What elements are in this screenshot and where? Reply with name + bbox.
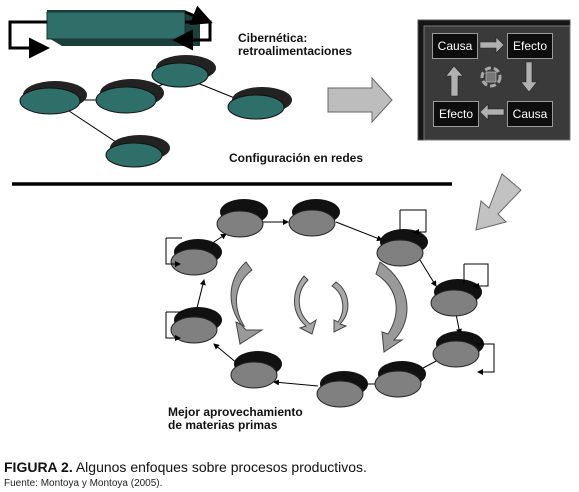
cycle-node bbox=[374, 361, 426, 398]
figure-caption-text: Algunos enfoques sobre procesos producti… bbox=[72, 459, 367, 475]
figure-caption: FIGURA 2. Algunos enfoques sobre proceso… bbox=[4, 459, 367, 475]
cycle-node bbox=[376, 229, 428, 267]
cycle-node bbox=[230, 351, 282, 389]
cycle-node bbox=[432, 331, 484, 368]
cycle-node bbox=[216, 199, 268, 238]
central-circular-arrows bbox=[230, 261, 408, 353]
cycle-label-line2: de materias primas bbox=[168, 418, 278, 432]
cause-box-top: Causa bbox=[432, 33, 478, 59]
network-label: Configuración en redes bbox=[229, 151, 364, 165]
cycle-label-line1: Mejor aprovechamiento bbox=[168, 405, 303, 419]
cibernetica-subtitle: retroalimentaciones bbox=[238, 44, 353, 58]
network-node bbox=[105, 135, 170, 168]
cycle-node bbox=[170, 239, 222, 276]
network-node bbox=[19, 81, 87, 115]
recycling-cycle bbox=[165, 199, 495, 408]
figure-label: FIGURA 2. bbox=[4, 459, 73, 475]
cycle-node bbox=[430, 279, 482, 317]
network-diagram bbox=[19, 55, 292, 168]
network-node bbox=[151, 55, 216, 88]
cycle-icon bbox=[480, 66, 502, 88]
network-node bbox=[95, 79, 164, 114]
transition-arrow-down bbox=[475, 173, 522, 231]
feedback-bar-group bbox=[8, 5, 213, 59]
effect-box-bottom: Efecto bbox=[433, 101, 479, 127]
network-node bbox=[227, 87, 292, 120]
cause-box-bottom: Causa bbox=[507, 101, 553, 127]
cycle-node bbox=[316, 371, 368, 408]
cycle-node bbox=[170, 307, 222, 344]
transition-arrow-right bbox=[327, 76, 393, 124]
cycle-node bbox=[288, 199, 340, 237]
figure-source: Fuente: Montoya y Montoya (2005). bbox=[4, 478, 163, 489]
feedback-loop-left-arrow bbox=[8, 20, 50, 59]
cibernetica-title: Cibernética: bbox=[238, 31, 308, 45]
effect-box-top: Efecto bbox=[507, 33, 553, 59]
